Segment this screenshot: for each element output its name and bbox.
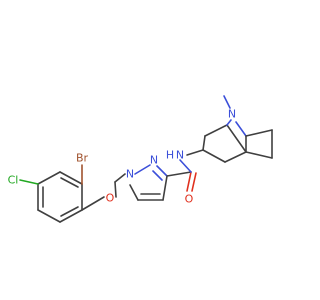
ether-oxygen-atom-label: O (106, 192, 115, 205)
bond (134, 164, 151, 175)
bond (226, 119, 232, 126)
bond (156, 165, 168, 177)
bond (186, 149, 204, 156)
bond (245, 151, 273, 159)
bond (59, 209, 83, 223)
atom-labels: Br Cl O N N O N H N (8, 108, 236, 206)
bond (129, 184, 139, 201)
bond (204, 124, 228, 137)
bond (224, 151, 247, 163)
amide-nitrogen-atom-label: N (176, 149, 184, 162)
bond (81, 196, 105, 211)
bond (162, 175, 168, 201)
bond (202, 149, 226, 163)
amide-hydrogen-atom-label: H (166, 149, 174, 162)
bond (59, 171, 83, 185)
bond (202, 135, 206, 151)
carbonyl-oxygen-atom-label: O (185, 193, 194, 206)
bond (114, 181, 117, 198)
bond (166, 171, 192, 177)
molecule-structure: Br Cl O N N O N H N (8, 95, 273, 223)
bond (114, 173, 126, 183)
bond (191, 172, 197, 192)
bond (245, 129, 273, 137)
bond (235, 121, 247, 137)
pyrazole-n2-atom-label: N (150, 154, 158, 167)
bond (37, 171, 61, 185)
bond (37, 209, 61, 223)
bond (226, 124, 247, 153)
bridge-nitrogen-atom-label: N (228, 108, 236, 121)
bond (179, 159, 192, 173)
bond (223, 95, 231, 109)
chlorine-atom-label: Cl (8, 174, 19, 187)
bond (152, 170, 163, 181)
bond (186, 171, 192, 192)
pyrazole-n1-atom-label: N (126, 168, 134, 181)
bond-cl (19, 179, 39, 185)
bromine-atom-label: Br (76, 152, 89, 165)
bonds (19, 95, 273, 223)
bond (60, 177, 79, 188)
bond (60, 206, 79, 217)
